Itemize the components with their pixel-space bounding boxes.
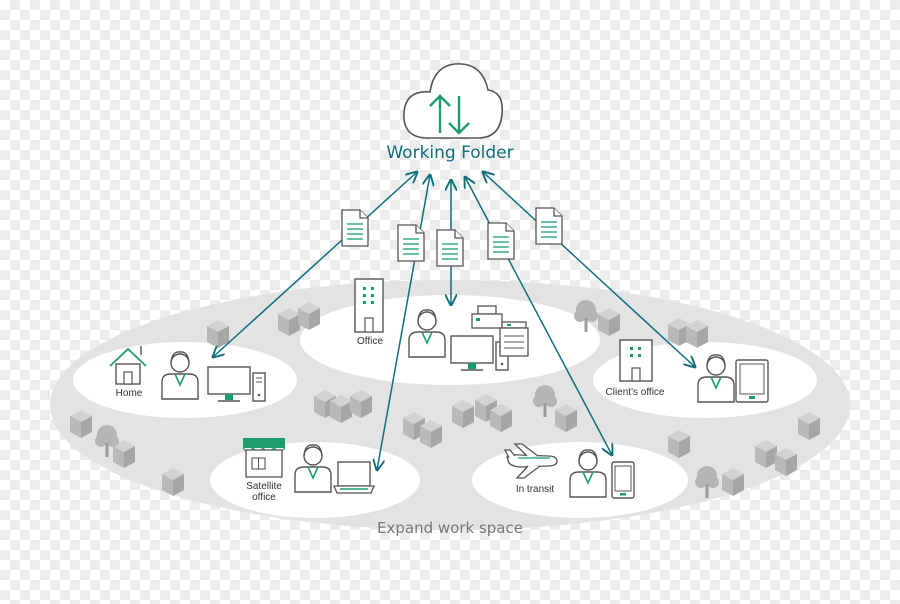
- house-icon: [109, 346, 147, 385]
- working-folder-title: Working Folder: [386, 143, 513, 163]
- printer-icon: [471, 305, 503, 329]
- building-icon: [354, 278, 384, 333]
- smartphone-icon: [611, 461, 635, 499]
- multifunction-printer-icon: [499, 321, 529, 357]
- satellite-office-label-line2: office: [252, 492, 276, 503]
- document-icon: [487, 222, 515, 260]
- office-location: Office: [354, 278, 529, 371]
- home-label: Home: [116, 388, 143, 399]
- document-icon: [397, 224, 425, 262]
- expand-work-space-caption: Expand work space: [377, 519, 523, 537]
- home-location: Home: [109, 346, 266, 402]
- satellite-office-label-line1: Satellite: [246, 481, 282, 492]
- cloud-icon: [403, 63, 504, 139]
- clients-office-label: Client's office: [606, 387, 665, 398]
- storefront-icon: [242, 438, 286, 478]
- sync-arrows-icon: [429, 94, 470, 135]
- document-icon: [535, 207, 563, 245]
- tablet-icon: [735, 359, 769, 403]
- clients-office-location: Client's office: [606, 339, 769, 403]
- satellite-office-location: Satellite office: [242, 438, 375, 503]
- document-icon: [436, 229, 464, 267]
- building-icon: [619, 339, 653, 382]
- document-icon: [341, 209, 369, 247]
- laptop-icon: [333, 461, 375, 494]
- in-transit-label: In transit: [516, 484, 555, 495]
- in-transit-location: In transit: [503, 443, 635, 499]
- office-label: Office: [357, 336, 383, 347]
